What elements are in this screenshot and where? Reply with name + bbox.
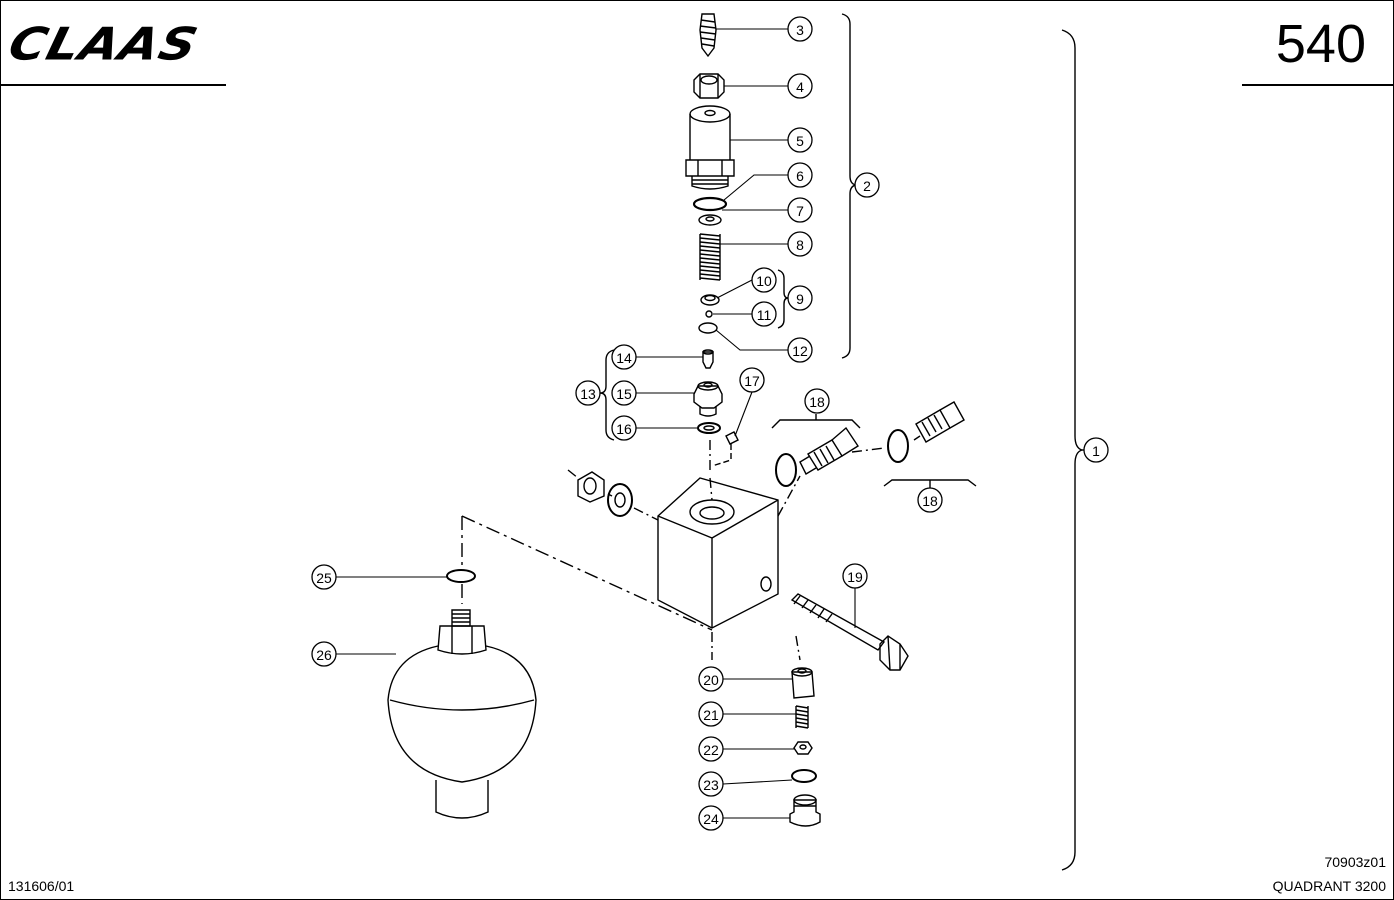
callout-labels: 3 4 5 6 2 7 8 10 9 11 12 14 13 15 16 17 …	[316, 22, 1100, 827]
callout-14: 14	[616, 350, 632, 366]
callout-20: 20	[703, 672, 719, 688]
part-25-o-ring	[446, 569, 476, 583]
part-16-washer	[697, 422, 721, 434]
model-name: QUADRANT 3200	[1272, 878, 1386, 894]
callout-26: 26	[316, 647, 332, 663]
callout-17: 17	[744, 373, 760, 389]
part-15-valve	[693, 381, 723, 417]
part-22-nut	[793, 741, 813, 755]
callout-9: 9	[796, 291, 804, 307]
callout-23: 23	[703, 777, 719, 793]
part-6-o-ring	[692, 196, 728, 212]
part-4-nut	[693, 73, 725, 99]
axis-line-accumulator	[461, 515, 713, 631]
header-rule-right	[1242, 84, 1394, 86]
fitting-o-ring-1	[775, 453, 797, 487]
part-21-spring	[795, 705, 809, 729]
callout-8: 8	[796, 237, 804, 253]
part-7-washer	[698, 214, 722, 226]
page-number: 540	[1275, 14, 1366, 74]
leader-lines	[336, 28, 856, 819]
part-3-pin	[699, 13, 717, 58]
document-number: 131606/01	[8, 878, 75, 894]
callout-19: 19	[847, 569, 863, 585]
bracket-assembly-18-top	[771, 414, 861, 429]
fitting-18-outer	[915, 401, 965, 443]
callout-7: 7	[796, 203, 804, 219]
callout-25: 25	[316, 570, 332, 586]
axis-line-right	[777, 435, 921, 517]
callout-18-top: 18	[809, 394, 825, 410]
part-20-sleeve	[791, 667, 815, 699]
part-23-o-ring	[791, 769, 817, 783]
bracket-assembly-1	[1061, 29, 1085, 871]
bracket-assembly-2	[841, 13, 857, 359]
axis-line-bottom	[711, 632, 801, 661]
part-17-plug	[725, 431, 739, 445]
callout-6: 6	[796, 168, 804, 184]
callout-4: 4	[796, 79, 804, 95]
drawing-code: 70903z01	[1324, 854, 1386, 870]
callout-10: 10	[756, 273, 772, 289]
callout-16: 16	[616, 421, 632, 437]
callout-12: 12	[792, 343, 808, 359]
header-rule-left	[0, 84, 226, 86]
callout-15: 15	[616, 386, 632, 402]
part-11-ball	[705, 310, 713, 318]
part-8-spring	[699, 233, 721, 281]
bracket-assembly-18-bottom	[883, 479, 977, 488]
bracket-assembly-9	[777, 269, 789, 329]
fitting-o-ring-2	[887, 429, 909, 463]
callout-22: 22	[703, 742, 719, 758]
part-14-pin	[702, 349, 714, 369]
callout-1: 1	[1092, 443, 1100, 459]
left-nut	[577, 471, 605, 503]
part-19-bolt	[790, 593, 909, 671]
callout-2: 2	[863, 178, 871, 194]
callout-3: 3	[796, 22, 804, 38]
part-26-accumulator	[387, 609, 537, 819]
valve-block	[657, 477, 779, 629]
part-24-plug	[789, 794, 821, 827]
axis-line-17	[711, 444, 732, 467]
callout-13: 13	[580, 386, 596, 402]
axis-line-block-top	[709, 477, 713, 501]
part-12-o-ring	[698, 322, 718, 334]
axis-line-left	[567, 469, 659, 521]
callout-circles	[311, 16, 1109, 831]
callout-21: 21	[703, 707, 719, 723]
callout-5: 5	[796, 133, 804, 149]
callout-11: 11	[757, 307, 772, 323]
callout-24: 24	[703, 811, 719, 827]
callout-18-bottom: 18	[922, 493, 938, 509]
left-washer	[607, 483, 633, 517]
part-5-cap	[685, 105, 735, 190]
fitting-18-inner	[799, 426, 859, 475]
part-10-seat	[700, 294, 720, 306]
